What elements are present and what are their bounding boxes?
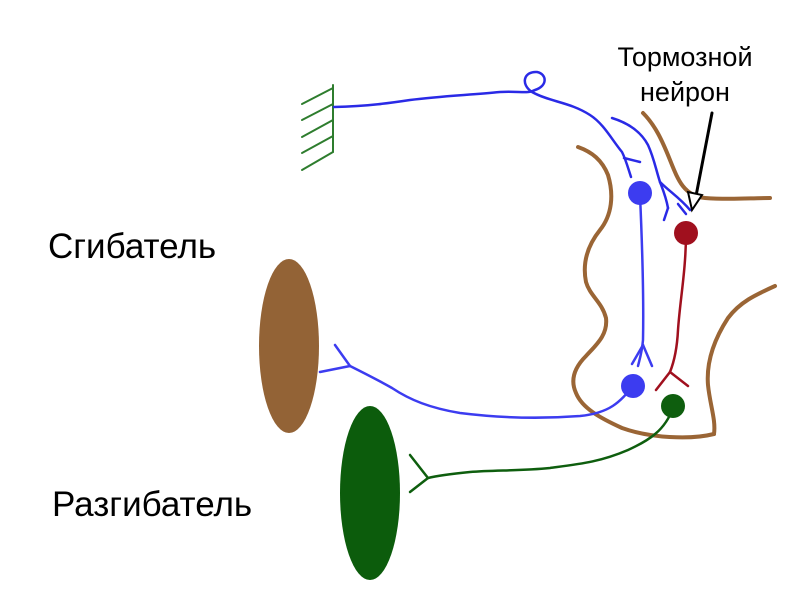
skin-receptor-icon [301,84,334,171]
flexor-muscle [259,259,319,433]
spinal-cord-outline-lower-right [705,284,777,436]
flexor-motor-neuron-body [621,374,645,398]
inhibitory-neuron-label-line1: Тормозной [617,42,753,72]
inhibitory-neuron-label-line2: нейрон [640,77,730,107]
inhibitory-neuron-body [674,221,698,245]
inhibitory-neuron-label: Тормозной нейрон [590,40,780,110]
spinal-cord-outline-left [571,145,716,440]
extensor-label: Разгибатель [52,485,253,524]
flexor-motor-pathway [318,193,654,419]
spinal-cord-outline [571,111,777,440]
inhibitory-neuron-pathway [654,231,690,392]
extensor-muscle [340,406,400,580]
extensor-motor-pathway [408,406,675,494]
spinal-cord-outline-right [641,111,772,201]
extensor-motor-neuron-body [661,394,685,418]
flexor-label: Сгибатель [48,227,217,266]
sensory-nerve-pathway [332,70,692,222]
sensory-neuron-body [628,181,652,205]
pointer-arrow-icon [686,111,714,213]
